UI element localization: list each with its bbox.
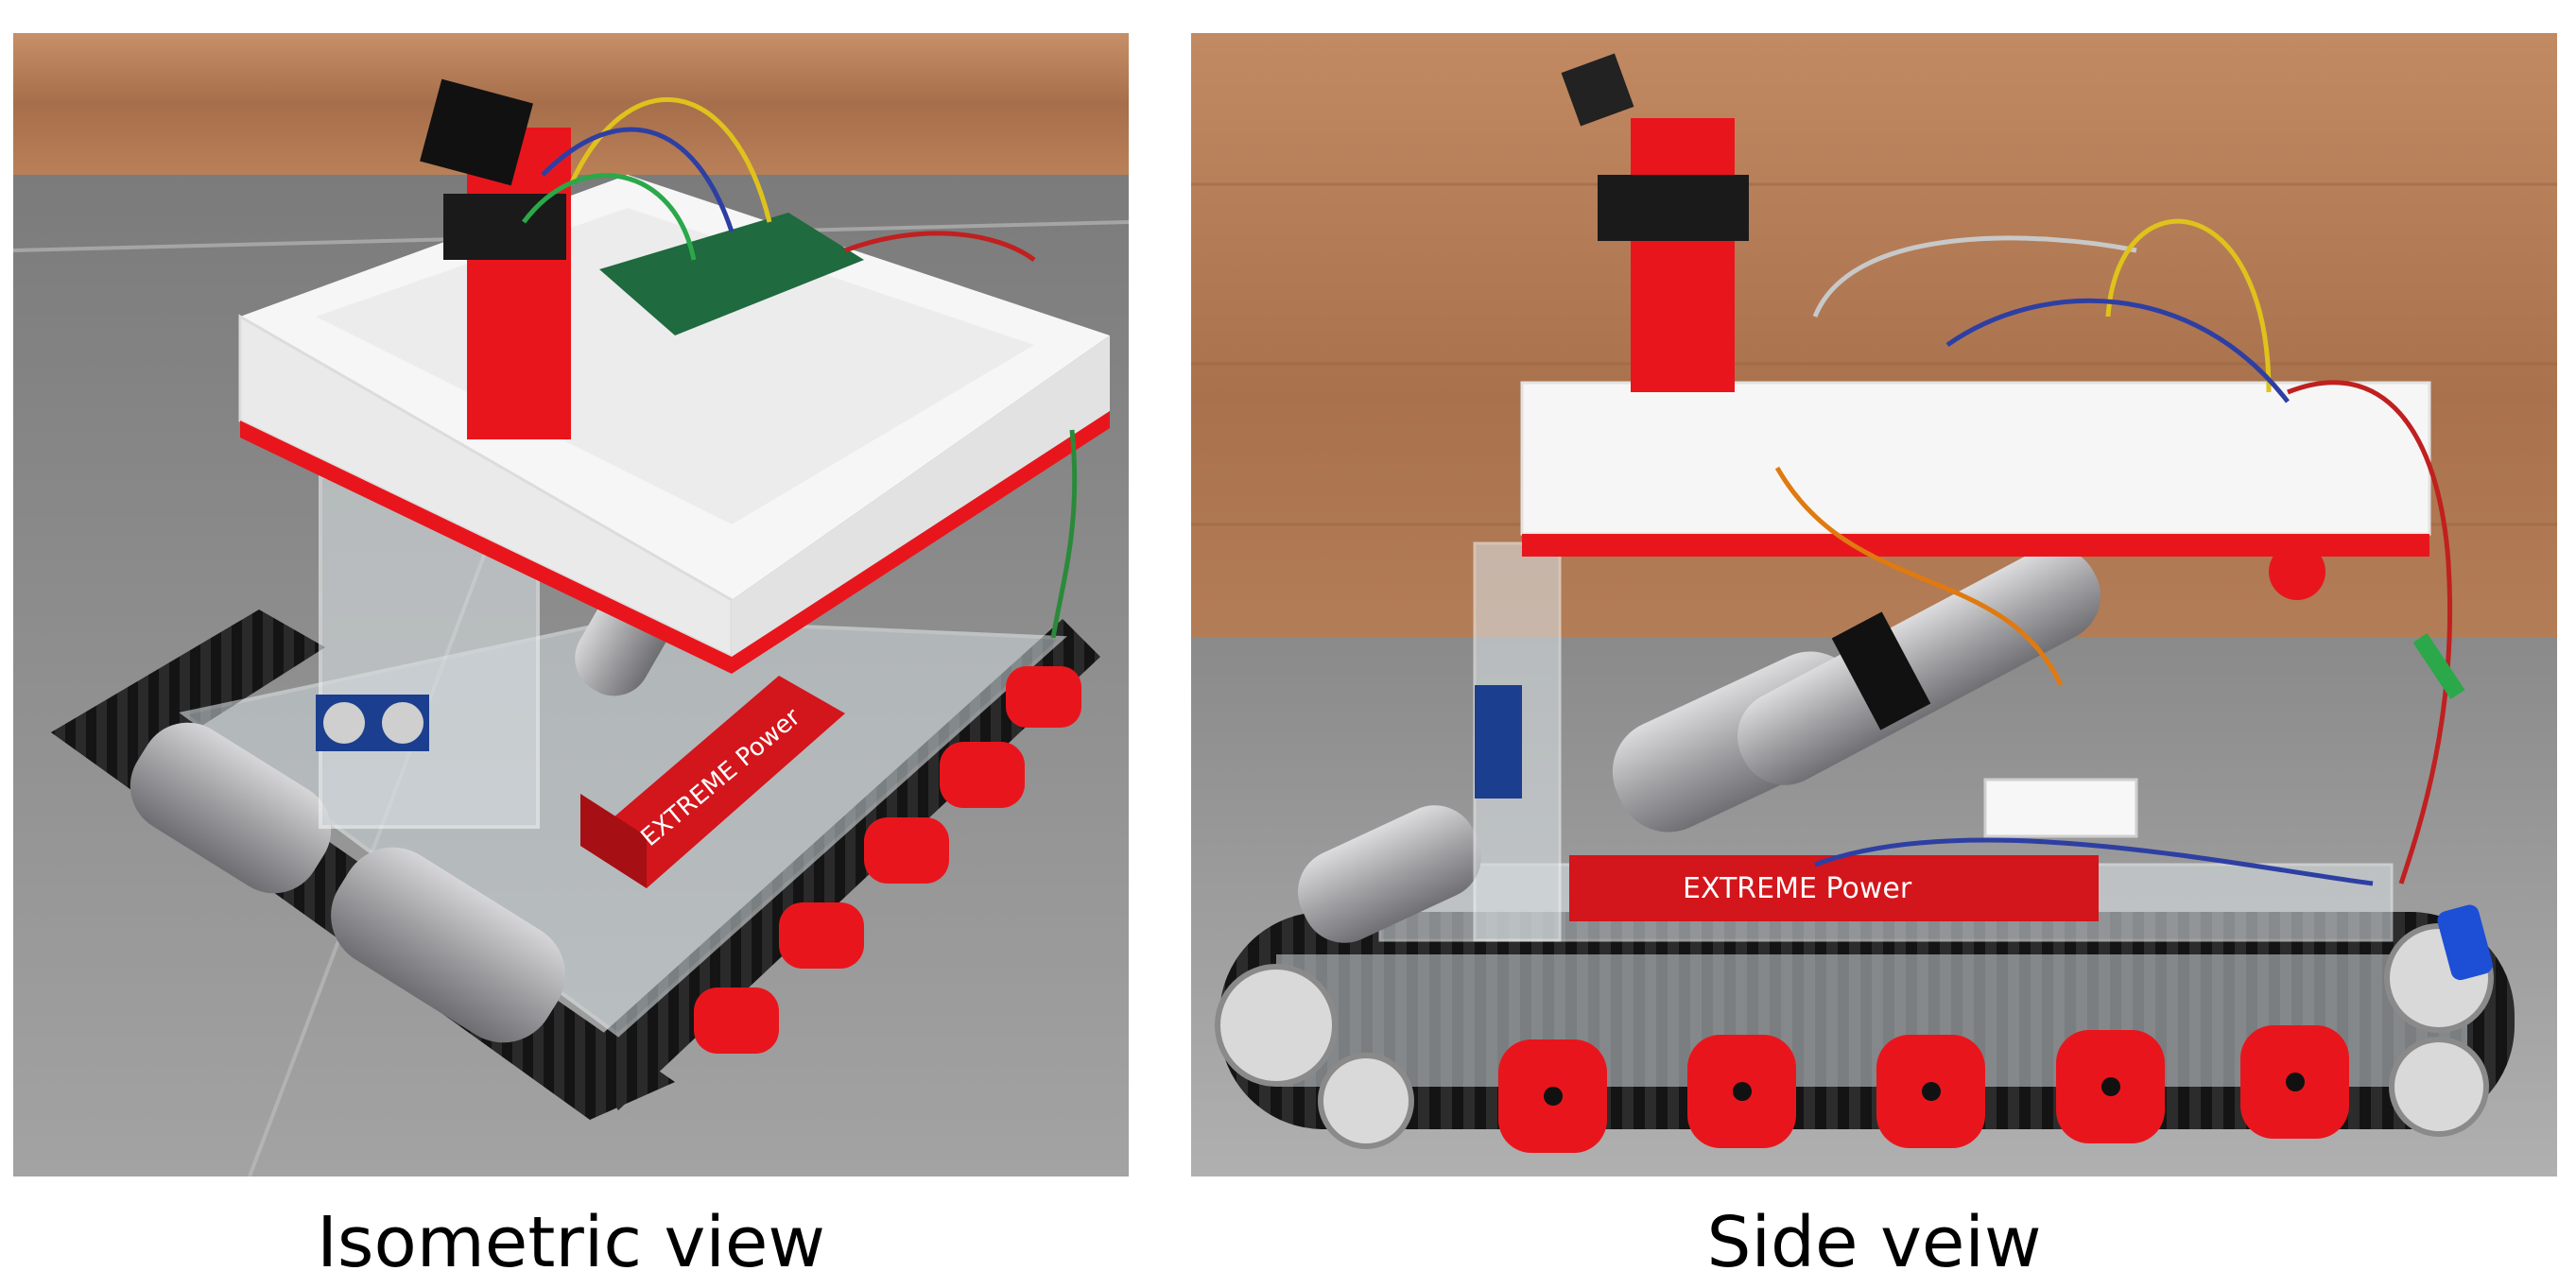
jumper-wires bbox=[1774, 218, 2465, 886]
breadboard bbox=[1983, 778, 2138, 838]
blue-connector bbox=[2437, 904, 2493, 981]
drive-motor bbox=[1298, 805, 1481, 943]
arduino-board bbox=[599, 213, 864, 335]
side-view-photo: EXTREME Power bbox=[1191, 33, 2557, 1176]
sensor-mast bbox=[1561, 53, 1749, 392]
red-rollers bbox=[694, 666, 1081, 1054]
ultrasonic-sensor bbox=[316, 695, 429, 751]
drive-motors bbox=[130, 722, 565, 1043]
battery-pack: EXTREME Power bbox=[1569, 855, 2099, 921]
jumper-wires bbox=[522, 97, 1078, 639]
top-white-tray bbox=[1520, 381, 2431, 557]
isometric-robot-illustration: EXTREME Power bbox=[13, 33, 1129, 1176]
isometric-view-photo: EXTREME Power bbox=[13, 33, 1129, 1176]
actuator-mount bbox=[2269, 543, 2325, 600]
side-robot-illustration: EXTREME Power bbox=[1191, 33, 2557, 1176]
linear-actuator bbox=[1612, 543, 2325, 833]
isometric-view-caption: Isometric view bbox=[317, 1202, 825, 1283]
battery-label: EXTREME Power bbox=[1683, 872, 1912, 905]
side-view-caption: Side veiw bbox=[1706, 1202, 2042, 1283]
ultrasonic-sensor bbox=[1475, 685, 1522, 799]
sensor-mast bbox=[420, 78, 571, 439]
